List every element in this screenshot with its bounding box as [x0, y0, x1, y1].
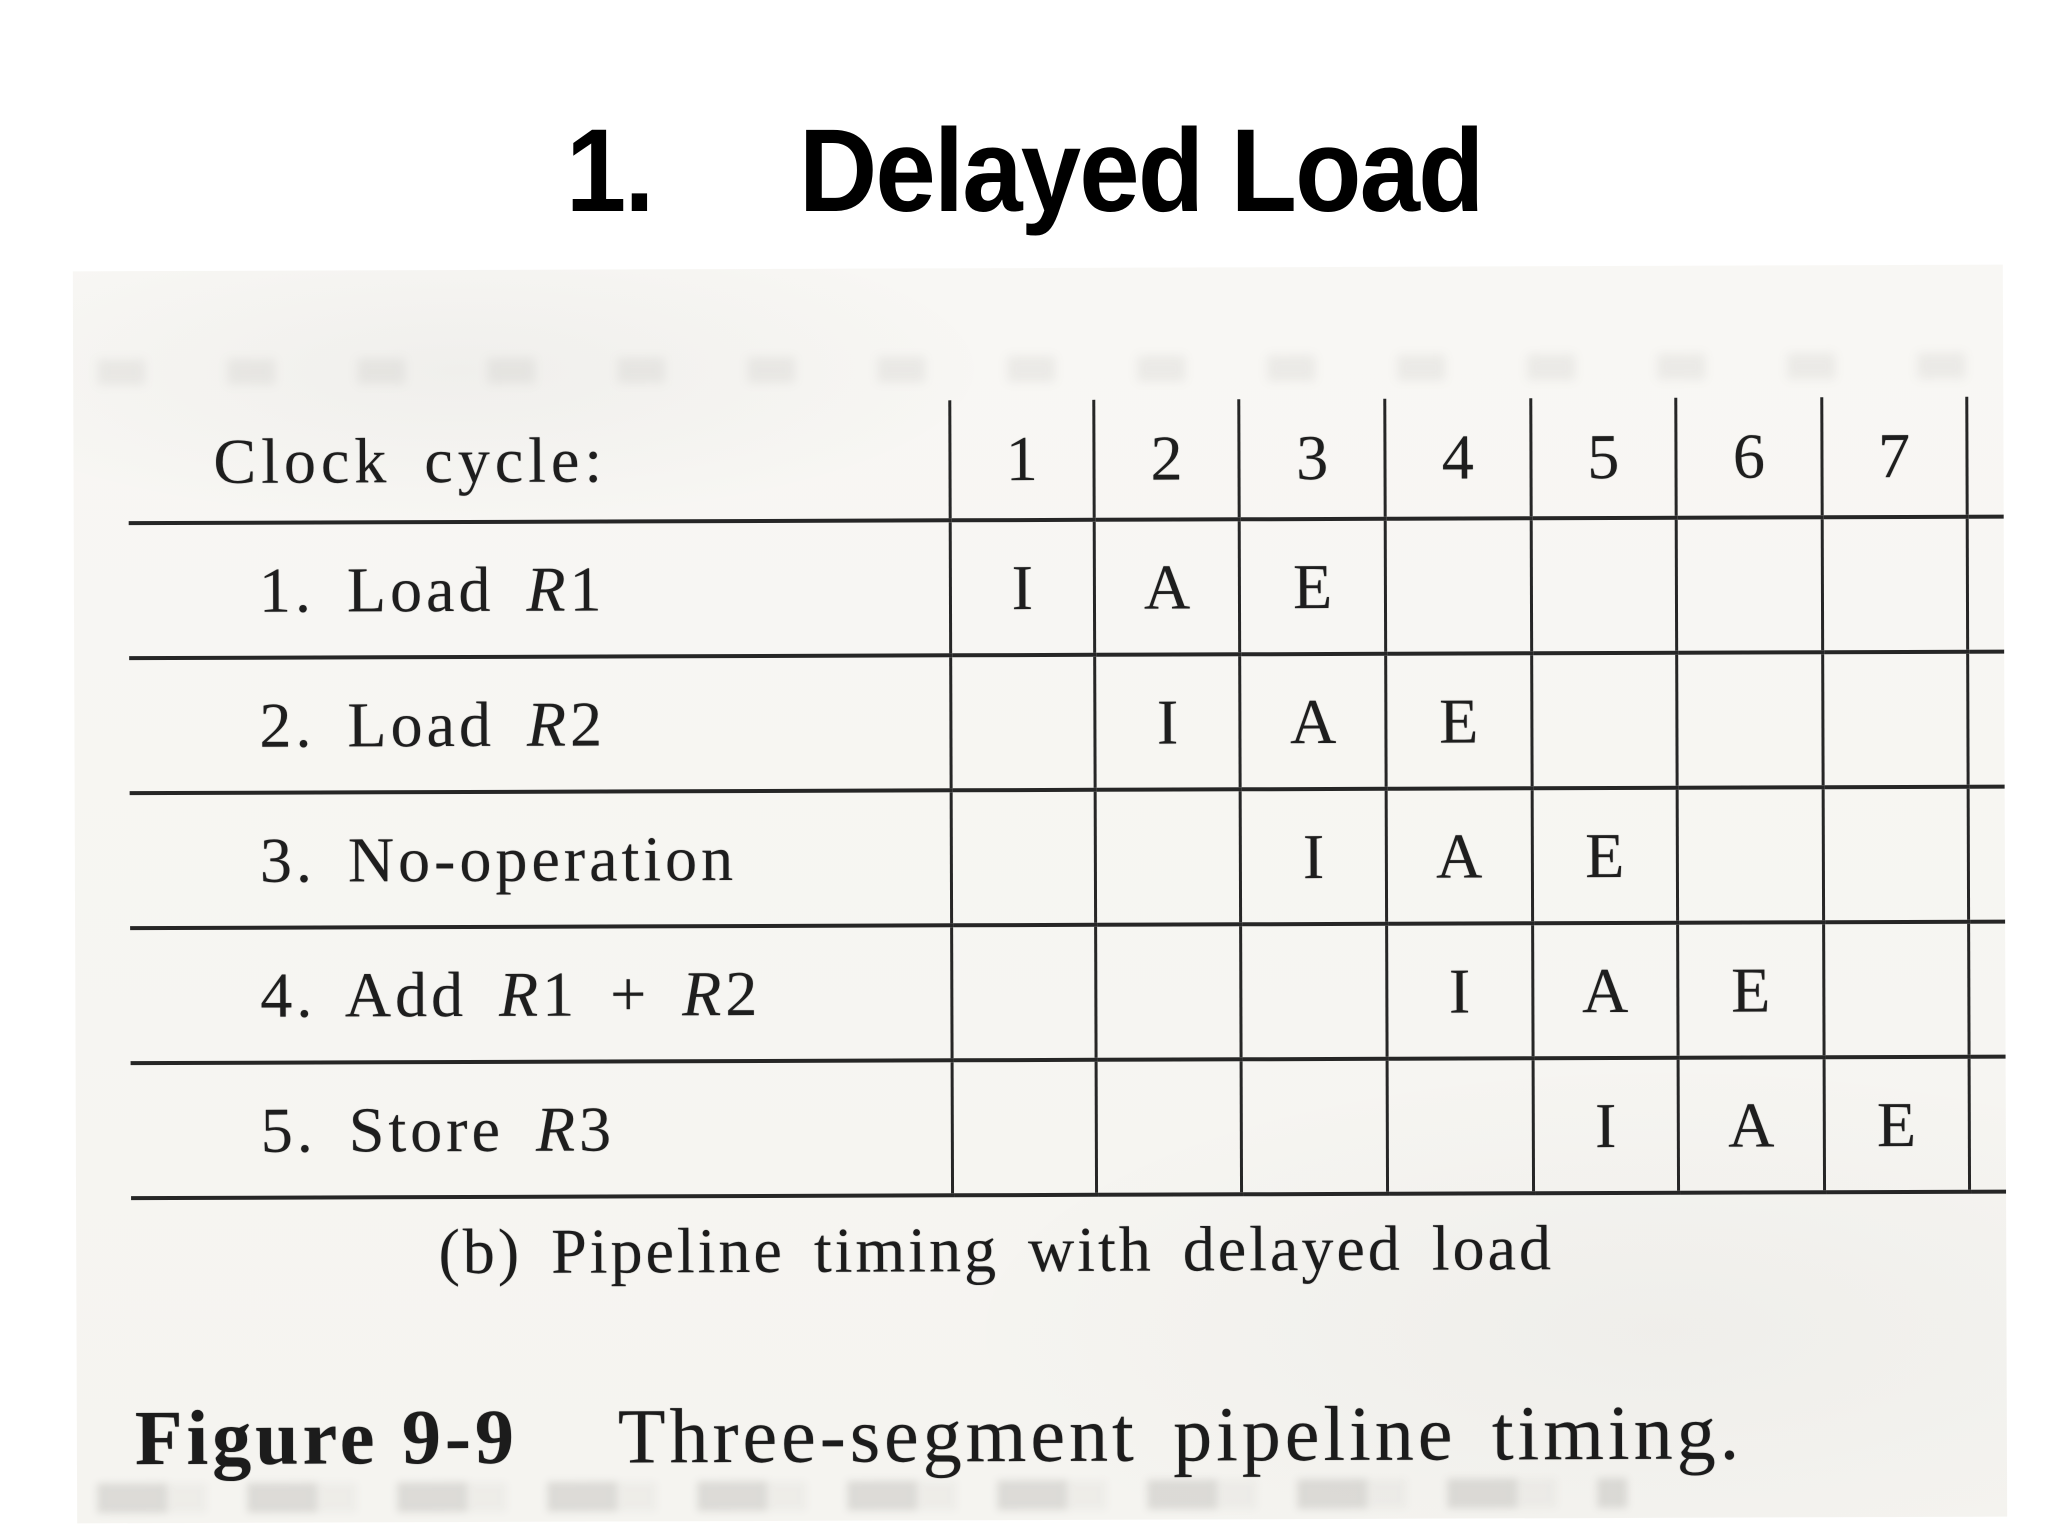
cycle-number-cell: 4	[1384, 398, 1531, 519]
stage-cell: E	[1385, 653, 1532, 789]
slide-title-inner: 1. Delayed Load	[565, 105, 1485, 237]
slide-title-text: Delayed Load	[798, 105, 1485, 237]
stage-cell	[951, 789, 1096, 926]
stage-cell: A	[1532, 922, 1679, 1059]
line-overhang	[1967, 786, 2006, 922]
stage-cell	[1387, 1058, 1534, 1194]
clock-cycle-label: Clock cycle:	[128, 400, 951, 524]
stage-cell: I	[1386, 923, 1533, 1059]
stage-cell	[1385, 518, 1532, 654]
stage-cell: A	[1240, 653, 1387, 790]
line-overhang	[1968, 1056, 2007, 1192]
stage-cell	[1095, 1059, 1242, 1195]
stage-cell: I	[1532, 1057, 1679, 1194]
stage-cell: E	[1239, 518, 1386, 655]
scan-noise-bottom	[97, 1477, 1628, 1514]
instruction-label: 1. Load R1	[128, 520, 951, 659]
instruction-label: 2. Load R2	[129, 655, 952, 794]
line-overhang	[1966, 396, 2004, 517]
stage-cell	[1676, 652, 1823, 788]
stage-cell	[951, 1059, 1097, 1196]
line-overhang	[1966, 516, 2005, 652]
stage-cell: E	[1823, 1056, 1970, 1193]
cycle-number-cell: 6	[1675, 397, 1822, 518]
stage-cell	[1822, 651, 1968, 788]
cycle-number-cell: 7	[1821, 396, 1967, 518]
stage-cell	[951, 924, 1096, 1061]
stage-cell	[1095, 924, 1242, 1060]
instruction-label: 3. No-operation	[129, 790, 952, 929]
stage-cell: A	[1678, 1057, 1825, 1193]
instruction-label: 4. Add R1 + R2	[130, 925, 952, 1064]
stage-cell	[1821, 516, 1968, 653]
slide-title-number: 1.	[565, 105, 655, 237]
cycle-number-cell: 5	[1530, 397, 1677, 519]
stage-cell: A	[1094, 519, 1241, 655]
stage-cell	[1822, 786, 1969, 923]
stage-cell	[1094, 789, 1242, 925]
figure-title: Three-segment pipeline timing.	[617, 1388, 1744, 1480]
cycle-number-cell: 3	[1239, 398, 1386, 520]
stage-cell: E	[1677, 922, 1824, 1058]
instruction-label: 5. Store R3	[130, 1060, 953, 1199]
stage-cell: A	[1386, 788, 1533, 924]
figure-label: Figure 9-9	[134, 1392, 519, 1482]
stage-cell	[950, 654, 1095, 791]
figure-subcaption: (b) Pipeline timing with delayed load	[438, 1212, 1555, 1288]
stage-cell	[1677, 787, 1824, 923]
stage-cell	[1241, 923, 1388, 1060]
stage-cell: E	[1531, 787, 1678, 924]
line-overhang	[1967, 651, 2005, 787]
slide-title: 1. Delayed Load	[0, 112, 2048, 230]
cycle-number-cell: 1	[949, 399, 1095, 521]
stage-cell	[1241, 1058, 1388, 1195]
stage-cell: I	[1094, 654, 1241, 790]
stage-cell	[1676, 517, 1823, 653]
figure-caption: Figure 9-9 Three-segment pipeline timing.	[135, 1388, 1744, 1484]
scan-noise-top	[97, 352, 1978, 386]
stage-cell: I	[950, 519, 1095, 656]
line-overhang	[1968, 921, 2006, 1057]
stage-cell	[1530, 517, 1677, 654]
cycle-number-cell: 2	[1093, 399, 1240, 520]
stage-cell	[1823, 921, 1969, 1058]
stage-cell: I	[1240, 788, 1387, 925]
stage-cell	[1531, 652, 1678, 789]
